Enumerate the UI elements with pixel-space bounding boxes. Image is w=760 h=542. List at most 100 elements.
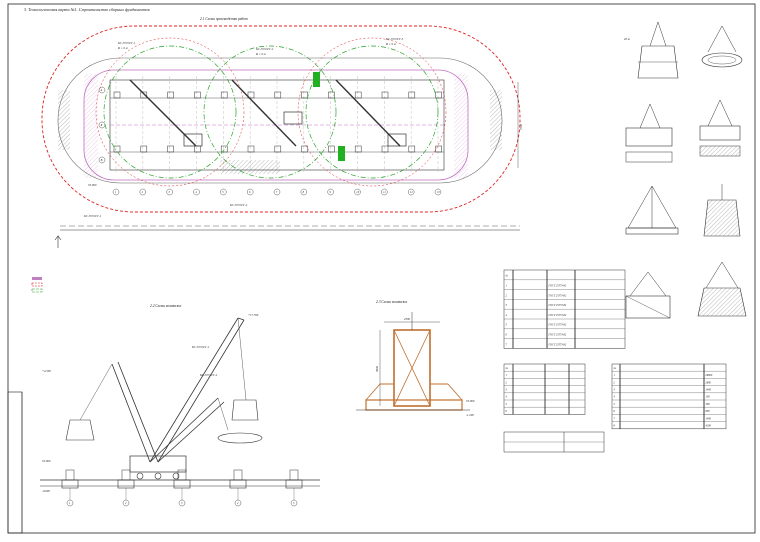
elev1-crane-tag-2: КС-55729 Г-2 (199, 373, 218, 377)
table-main-cell: 1 (506, 284, 508, 287)
elev1-crane-body (129, 455, 187, 473)
sling-weight-1: 20 т (624, 37, 631, 41)
plan-axis-bubble (327, 188, 334, 196)
table-materials-cell: 4200 (706, 424, 712, 427)
title-block-left (7, 391, 23, 534)
table-tools-cell: 4 (506, 396, 508, 399)
crane-stop-marker-1 (313, 72, 320, 87)
foundation-blocks (113, 91, 442, 153)
sling-scheme-6 (703, 184, 741, 237)
table-materials-cell: 7 (614, 417, 616, 420)
plan-axis-bubble (381, 188, 388, 196)
plan-axis-bubble (220, 188, 227, 196)
crane-stop-marker-2 (338, 146, 345, 161)
table-materials-cell: 5 (614, 403, 616, 406)
elev1-foundations (61, 469, 303, 489)
elev1-axis-bubble (234, 499, 242, 507)
table-main-cell: ГОСТ 25573-82 (548, 294, 567, 297)
elev1-level-a: +4.500 (42, 369, 51, 373)
entry-arrow-icon (54, 235, 62, 248)
table-materials-cell: 3 (614, 388, 616, 391)
crane-radius-1-danger (95, 37, 245, 187)
elev1-boom-2 (111, 361, 159, 463)
plan-axis-bubble (273, 188, 281, 196)
table-main-cell: 6 (506, 333, 508, 336)
table-main-cell: 3 (506, 304, 508, 307)
foundation-block (435, 91, 442, 99)
elev1-load-2 (231, 399, 259, 421)
sheet-frame (7, 3, 756, 534)
table-materials-cell: 4 (614, 396, 616, 399)
elev2-brace-right (430, 383, 463, 401)
crane-radius-2 (203, 45, 337, 179)
plan-row-letter: В (101, 159, 103, 162)
elev1-foundation-column (121, 469, 131, 481)
table-tools-cell: 2 (506, 381, 508, 384)
plan-axis-number: 7 (276, 191, 278, 194)
table-tools-cell: 5 (506, 403, 508, 406)
crane-radius-3-danger (297, 37, 447, 187)
plan-title: 2.1 Схема производства работ (200, 17, 248, 21)
foundation-block (408, 91, 416, 99)
foundation-block (354, 91, 362, 99)
table-materials-cell: 28000 (706, 374, 713, 377)
elev2-level-b: -1.200 (466, 413, 474, 417)
slinging-schemes: 20 т (624, 21, 747, 319)
elev1-foundation (285, 479, 303, 489)
elev2-brace-left (365, 383, 394, 401)
table-main-cell: 4 (506, 314, 508, 317)
table-materials-border (611, 363, 727, 430)
table-materials-header-cell: № (613, 367, 617, 370)
plan-axis-bubble (166, 188, 173, 196)
crane-radius-1 (103, 45, 237, 179)
table-materials-cell: 1 (614, 374, 616, 377)
sling-scheme-7 (625, 271, 671, 319)
plan-axis-number: 9 (329, 191, 331, 194)
crane-label-2: КС-55729 Г-2 (255, 47, 274, 51)
elev1-level-top: +17.700 (248, 313, 259, 317)
elev2-base (365, 399, 463, 411)
plan-bottom-label-2: КС-55729 Г-2 (229, 203, 248, 207)
elev1-axis-bubble (290, 499, 298, 507)
elev1-level-c: -0.600 (42, 489, 50, 493)
crane-reach-3: R = 9 м (385, 42, 396, 46)
danger-zone-outline (41, 25, 521, 213)
pink-hatch-left (84, 74, 98, 178)
elev2-dim-b: 3800 (375, 366, 379, 373)
plan-axis-bubble (300, 188, 308, 196)
legend-swatch-3 (31, 288, 43, 293)
table-main-cell: ГОСТ 25573-82 (548, 343, 567, 346)
table-materials-cell: 2 (614, 381, 616, 384)
foundation-block (167, 91, 174, 99)
table-main-cell: ГОСТ 25573-82 (548, 314, 567, 317)
table-main-cell: 7 (506, 343, 508, 346)
legend-swatch-1 (32, 277, 42, 280)
plan-row-letter: А (100, 89, 103, 92)
foundation-block (220, 145, 228, 153)
elevation-frame: 2.3 Схема монтажа 2300 3800 ±0.000 -1.20… (356, 300, 475, 417)
crane-1 (129, 79, 203, 147)
foundation-block (381, 91, 389, 99)
elev1-axis-number: 1 (69, 502, 71, 505)
elev2-dim-a: 2300 (404, 317, 411, 321)
plan-axis-bubble (139, 188, 147, 196)
plan-axis-number: 10 (356, 191, 359, 194)
foundation-block (435, 145, 442, 153)
table-materials-cell: 1400 (706, 388, 712, 391)
plan-axis-bubble (354, 188, 361, 196)
plan-axis-bubble (407, 188, 415, 196)
plan-axis-number: 13 (437, 191, 440, 194)
pink-hatch-right (454, 74, 468, 178)
plan-axis-number: 8 (303, 191, 305, 194)
legend (31, 277, 43, 293)
crane-radius-3 (305, 45, 439, 179)
hatch-zone-left (58, 90, 70, 150)
table-tech (503, 431, 605, 453)
crane-3 (335, 79, 407, 147)
